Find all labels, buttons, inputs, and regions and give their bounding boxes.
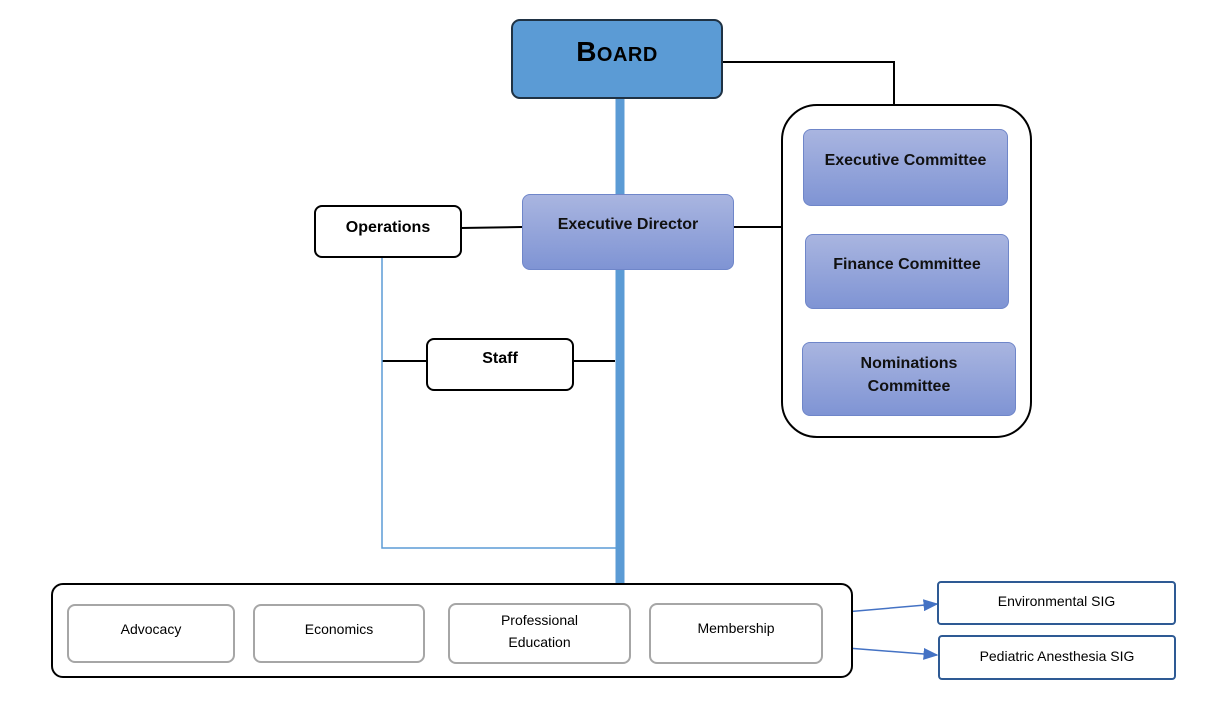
operations-label: Operations — [345, 218, 431, 236]
pediatric-anesthesia-sig-box: Pediatric Anesthesia SIG — [938, 635, 1176, 680]
department-professional-education-label: Professional Education — [500, 611, 579, 650]
executive-committee-box: Executive Committee — [803, 129, 1008, 206]
operations-bracket-line — [381, 257, 620, 549]
department-economics-box: Economics — [253, 604, 425, 663]
pediatric-anesthesia-sig-label: Pediatric Anesthesia SIG — [979, 648, 1135, 664]
operations-box: Operations — [314, 205, 462, 258]
finance-committee-box: Finance Committee — [805, 234, 1009, 309]
staff-label: Staff — [482, 349, 518, 367]
executive-director-label: Executive Director — [557, 216, 699, 233]
board-box: Board — [511, 19, 723, 99]
board-label: Board — [576, 36, 658, 67]
department-professional-education-box: Professional Education — [448, 603, 631, 664]
executive-committee-label: Executive Committee — [824, 151, 987, 169]
environmental-sig-label: Environmental SIG — [997, 593, 1116, 609]
executive-director-box: Executive Director — [522, 194, 734, 270]
department-advocacy-box: Advocacy — [67, 604, 235, 663]
staff-box: Staff — [426, 338, 574, 391]
department-economics-label: Economics — [304, 620, 374, 637]
environmental-sig-box: Environmental SIG — [937, 581, 1176, 625]
board-committees-connector — [723, 61, 895, 104]
finance-committee-label: Finance Committee — [833, 255, 981, 273]
department-advocacy-label: Advocacy — [120, 620, 182, 637]
nominations-committee-label: Nominations Committee — [860, 354, 958, 395]
nominations-committee-box: Nominations Committee — [802, 342, 1016, 416]
department-membership-box: Membership — [649, 603, 823, 664]
department-membership-label: Membership — [697, 619, 775, 636]
operations-director-connector — [460, 226, 523, 229]
